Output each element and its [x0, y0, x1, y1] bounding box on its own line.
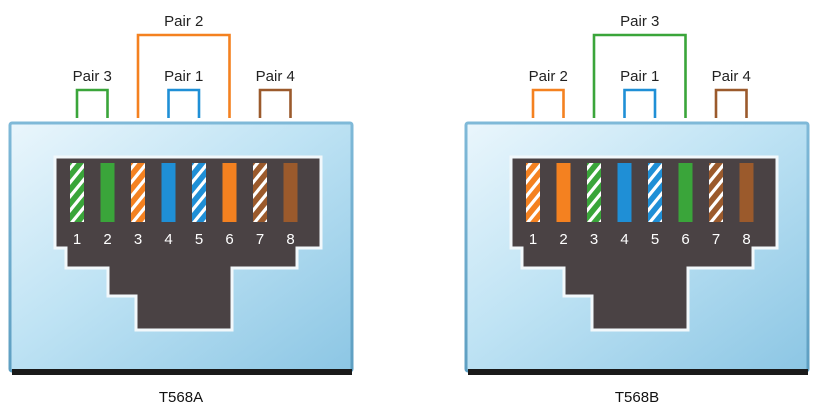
pin-7-brown-white-stripe: [709, 163, 723, 222]
pin-3-green-white-stripe: [587, 163, 601, 222]
pin-number: 7: [712, 231, 720, 248]
pair-labels: Pair 3 Pair 2 Pair 1 Pair 4: [73, 13, 295, 118]
pin-2-green: [100, 163, 115, 222]
pair-label: Pair 4: [256, 68, 295, 85]
pin-5-blue-white-stripe: [648, 163, 662, 222]
pair-bracket: [531, 88, 565, 118]
pin-6-green: [678, 163, 693, 222]
pair-bracket: [592, 33, 687, 118]
pair-bracket: [714, 88, 748, 118]
standard-label: T568A: [159, 389, 203, 406]
pin-number: 1: [529, 231, 537, 248]
pin-number: 4: [164, 231, 172, 248]
pin-7-brown-white-stripe: [253, 163, 267, 222]
pin-number: 8: [742, 231, 750, 248]
pair-label: Pair 1: [620, 68, 659, 85]
pin-5-blue-white-stripe: [192, 163, 206, 222]
pair-bracket: [167, 88, 201, 118]
pin-4-blue: [617, 163, 632, 222]
pin-number: 5: [651, 231, 659, 248]
pin-8-brown: [739, 163, 754, 222]
standard-label: T568B: [615, 389, 659, 406]
pin-number: 5: [195, 231, 203, 248]
pin-number: 7: [256, 231, 264, 248]
pin-1-green-white-stripe: [70, 163, 84, 222]
pin-number: 1: [73, 231, 81, 248]
pin-number: 6: [681, 231, 689, 248]
connector-t568b: Pair 2 Pair 3 Pair 1 Pair 4 1 2 3 4 5 6 7 8 T568B: [464, 13, 810, 406]
connector-frame-shadow: [12, 369, 352, 375]
pin-3-orange-white-stripe: [131, 163, 145, 222]
pin-number: 3: [590, 231, 598, 248]
pair-label: Pair 2: [529, 68, 568, 85]
pin-slots: 1 2 3 4 5 6 7 8: [70, 163, 298, 248]
connector-t568a: Pair 3 Pair 2 Pair 1 Pair 4 1 2 3 4 5 6 7 8 T568A: [8, 13, 354, 406]
pin-slots: 1 2 3 4 5 6 7 8: [526, 163, 754, 248]
pin-1-orange-white-stripe: [526, 163, 540, 222]
pair-label: Pair 1: [164, 68, 203, 85]
pair-bracket: [136, 33, 231, 118]
pin-6-orange: [222, 163, 237, 222]
pair-label: Pair 2: [164, 13, 203, 30]
pair-bracket: [623, 88, 657, 118]
pin-number: 2: [559, 231, 567, 248]
pin-number: 3: [134, 231, 142, 248]
pin-4-blue: [161, 163, 176, 222]
pair-bracket: [258, 88, 292, 118]
pair-label: Pair 3: [73, 68, 112, 85]
pin-number: 2: [103, 231, 111, 248]
pin-number: 8: [286, 231, 294, 248]
pin-number: 4: [620, 231, 628, 248]
pin-8-brown: [283, 163, 298, 222]
pair-bracket: [75, 88, 109, 118]
pair-label: Pair 4: [712, 68, 751, 85]
pair-label: Pair 3: [620, 13, 659, 30]
connector-frame-shadow: [468, 369, 808, 375]
pin-number: 6: [225, 231, 233, 248]
pin-2-orange: [556, 163, 571, 222]
pair-labels: Pair 2 Pair 3 Pair 1 Pair 4: [529, 13, 751, 118]
